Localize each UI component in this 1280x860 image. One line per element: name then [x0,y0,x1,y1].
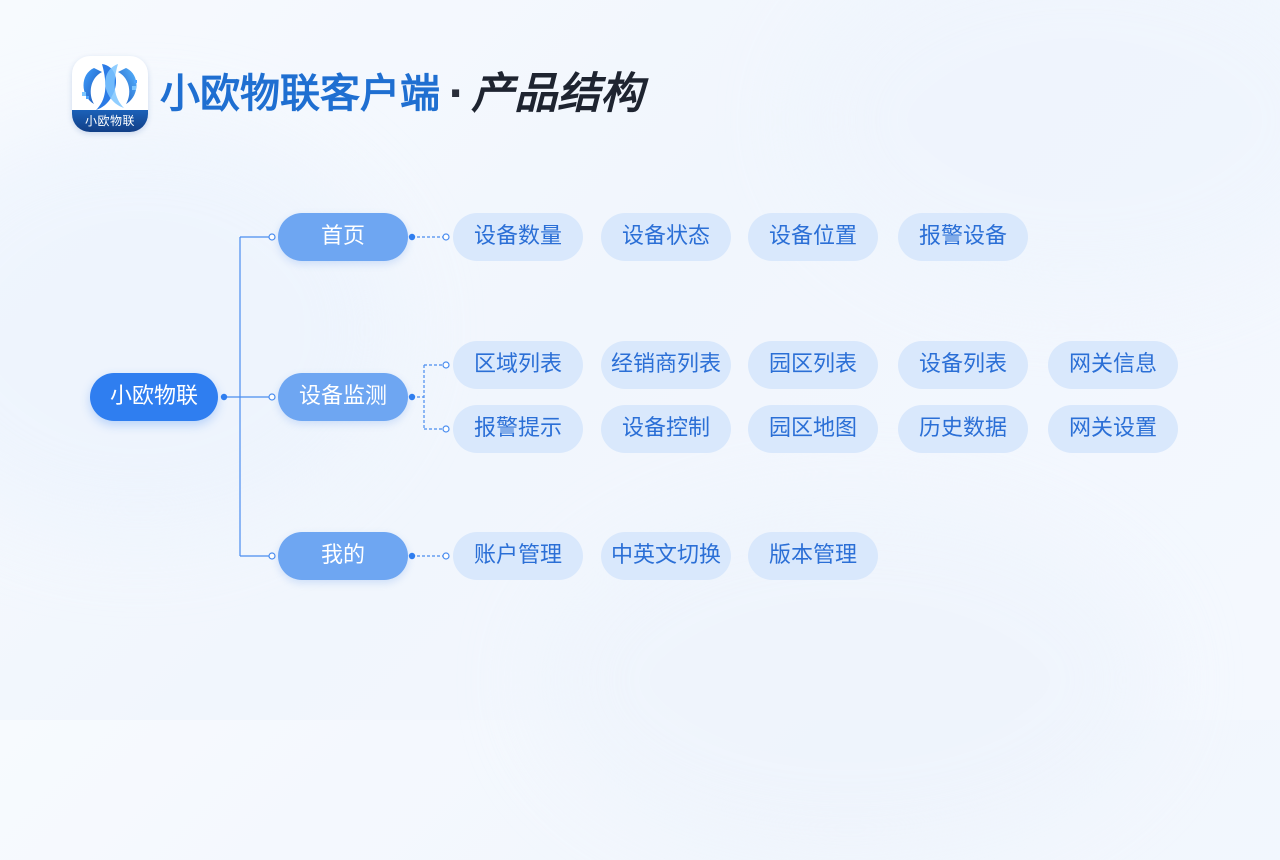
section-title: 产品结构 [471,69,644,119]
node-dot-hollow [268,393,276,401]
page-title: 小欧物联客户端 · 产品结构 [160,56,643,132]
title-separator: · [448,71,464,117]
tree-connectors [220,233,450,560]
node-dot [220,393,228,401]
leaf-monitor-region-list: 区域列表 [453,341,583,389]
leaf-monitor-gateway-info: 网关信息 [1048,341,1178,389]
node-dot-hollow [268,552,276,560]
node-dot-hollow [442,361,450,369]
leaf-mine-language-switch: 中英文切换 [601,532,731,580]
logo-label: 小欧物联 [72,110,148,132]
leaf-monitor-device-control: 设备控制 [601,405,731,453]
leaf-home-alarm-devices: 报警设备 [898,213,1028,261]
leaf-mine-version: 版本管理 [748,532,878,580]
leaf-home-device-status: 设备状态 [601,213,731,261]
node-dot-hollow [268,233,276,241]
leaf-home-device-location: 设备位置 [748,213,878,261]
leaf-home-device-count: 设备数量 [453,213,583,261]
logo-swirl-icon [82,64,137,110]
node-dot-hollow [442,552,450,560]
leaf-monitor-park-map: 园区地图 [748,405,878,453]
node-dot [408,552,416,560]
leaf-monitor-alarm-tips: 报警提示 [453,405,583,453]
node-dot-hollow [442,425,450,433]
leaf-monitor-history-data: 历史数据 [898,405,1028,453]
app-name: 小欧物联客户端 [160,71,440,117]
leaf-monitor-device-list: 设备列表 [898,341,1028,389]
node-home: 首页 [278,213,408,261]
node-monitor: 设备监测 [278,373,408,421]
leaf-monitor-dealer-list: 经销商列表 [601,341,731,389]
leaf-mine-account: 账户管理 [453,532,583,580]
node-mine: 我的 [278,532,408,580]
node-dot [408,393,416,401]
header: 小欧物联 小欧物联客户端 · 产品结构 [72,56,643,132]
node-dot-hollow [442,233,450,241]
leaf-monitor-park-list: 园区列表 [748,341,878,389]
root-node: 小欧物联 [90,373,218,421]
node-dot [408,233,416,241]
app-logo: 小欧物联 [72,56,148,132]
leaf-monitor-gateway-settings: 网关设置 [1048,405,1178,453]
